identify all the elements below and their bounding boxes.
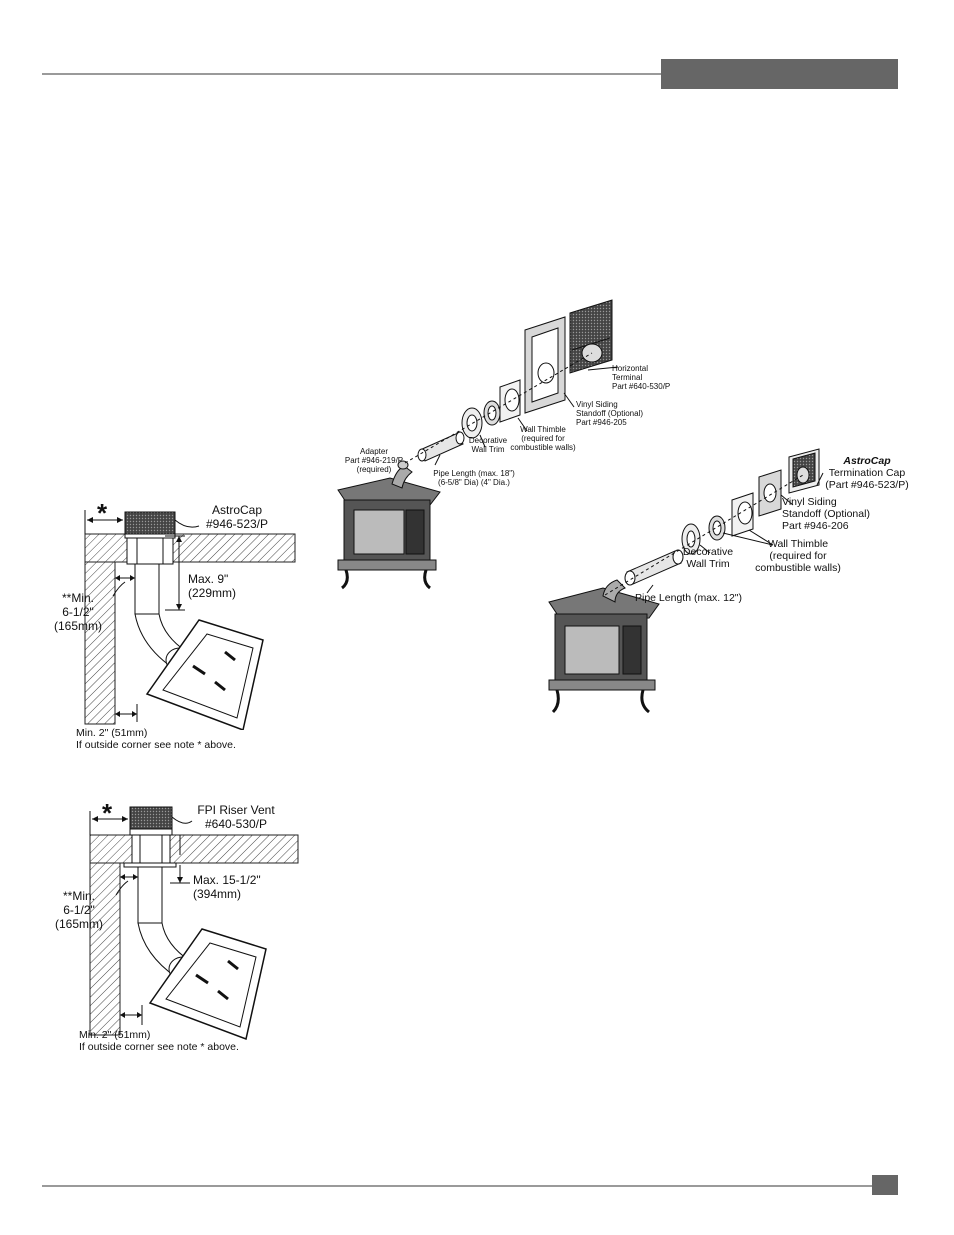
clearance-star-b: * xyxy=(102,798,113,828)
figure-riser-vent-clearance xyxy=(89,806,299,1040)
max-15-5-label: Max. 15-1/2" (394mm) xyxy=(193,873,261,901)
min-6-5-label-b: **Min. 6-1/2" (165mm) xyxy=(54,889,103,931)
horizontal-terminal-label: Horizontal Terminal Part #640-530/P xyxy=(612,364,671,392)
decorative-trim-top-label: Decorative Wall Trim xyxy=(468,436,508,455)
footer-rule xyxy=(42,1185,872,1187)
min-2-note-a: Min. 2" (51mm) If outside corner see not… xyxy=(76,727,236,752)
astrocap-part-label: AstroCap #946-523/P xyxy=(205,503,269,531)
stove-illustration xyxy=(548,579,660,714)
pipe-length-top-label: Pipe Length (max. 18") (6-5/8" Dia) (4" … xyxy=(433,469,515,488)
decorative-trim-mid-label: Decorative Wall Trim xyxy=(682,546,734,571)
vinyl-standoff-206-label: Vinyl Siding Standoff (Optional) Part #9… xyxy=(782,496,870,533)
astrocap-termination-label: AstroCap Termination Cap (Part #946-523/… xyxy=(825,455,909,492)
max-9-label: Max. 9" (229mm) xyxy=(188,572,237,600)
figure-horizontal-vent-exploded xyxy=(337,299,619,590)
adapter-label: Adapter Part #946-219/P (required) xyxy=(344,447,404,475)
wall-thimble-top-label: Wall Thimble (required for combustible w… xyxy=(510,425,576,453)
pipe-length xyxy=(417,431,465,462)
riser-vent-part-label: FPI Riser Vent #640-530/P xyxy=(197,803,275,831)
pipe-length-mid-label: Pipe Length (max. 12") xyxy=(635,592,743,604)
clearance-star-a: * xyxy=(97,498,108,528)
stove-illustration xyxy=(337,465,441,590)
header-rule xyxy=(42,73,662,75)
min-6-5-label-a: **Min. 6-1/2" (165mm) xyxy=(53,591,102,633)
min-2-note-b: Min. 2" (51mm) If outside corner see not… xyxy=(79,1029,239,1054)
wall-thimble-mid-label: Wall Thimble (required for combustible w… xyxy=(755,538,841,575)
figure-astrocap-clearance xyxy=(84,510,296,730)
footer-page-tab xyxy=(872,1175,898,1195)
figure-astrocap-exploded xyxy=(548,448,824,714)
vinyl-standoff-205-label: Vinyl Siding Standoff (Optional) Part #9… xyxy=(576,400,644,428)
header-tab xyxy=(661,59,898,89)
